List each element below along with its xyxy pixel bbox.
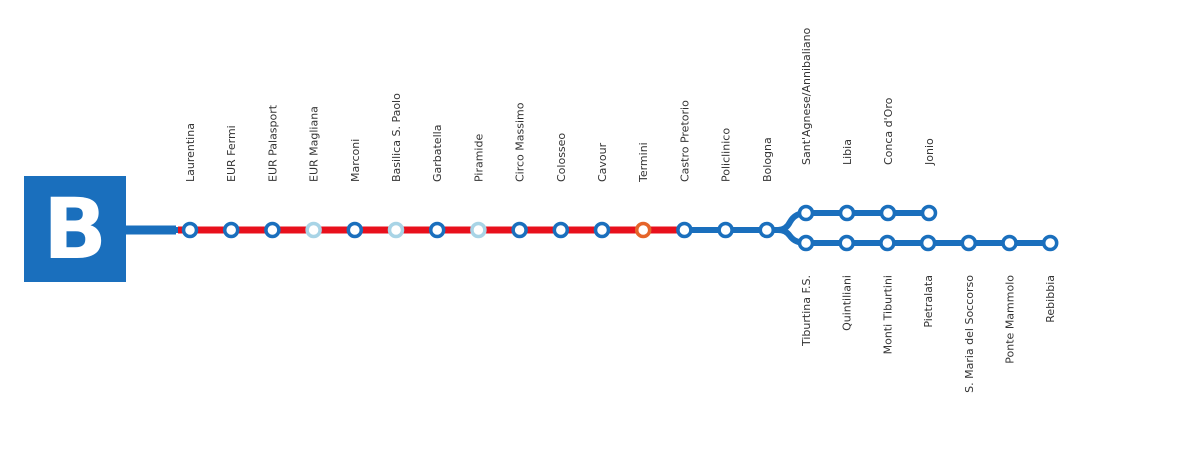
station-eur-magliana[interactable]	[305, 221, 322, 239]
station-label-eur-magliana: EUR Magliana	[308, 106, 321, 182]
station-label-termini: Termini	[637, 142, 650, 183]
station-marconi[interactable]	[346, 221, 364, 239]
station-label-piramide: Piramide	[472, 134, 485, 182]
station-s-maria-del-soccorso[interactable]	[960, 234, 978, 252]
station-label-rebibbia: Rebibbia	[1044, 275, 1057, 323]
station-jonio[interactable]	[920, 204, 938, 222]
station-pietralata[interactable]	[919, 234, 937, 252]
station-colosseo[interactable]	[552, 221, 570, 239]
station-rebibbia[interactable]	[1041, 234, 1059, 252]
station-label-jonio: Jonio	[923, 138, 936, 166]
station-label-marconi: Marconi	[349, 139, 362, 182]
station-label-garbatella: Garbatella	[431, 125, 444, 182]
station-libia[interactable]	[838, 204, 856, 222]
station-label-pietralata: Pietralata	[922, 275, 935, 328]
station-label-basilica-s-paolo: Basilica S. Paolo	[390, 93, 403, 182]
station-label-conca-d-oro: Conca d'Oro	[882, 97, 895, 165]
station-cavour[interactable]	[593, 221, 611, 239]
station-policlinico[interactable]	[717, 221, 734, 239]
station-monti-tiburtini[interactable]	[879, 234, 896, 252]
station-label-tiburtina-f-s: Tiburtina F.S.	[800, 275, 813, 347]
station-ponte-mammolo[interactable]	[1001, 234, 1018, 252]
station-label-circo-massimo: Circo Massimo	[514, 102, 527, 182]
station-label-castro-pretorio: Castro Pretorio	[678, 100, 691, 182]
station-label-monti-tiburtini: Monti Tiburtini	[881, 275, 894, 354]
station-conca-d-oro[interactable]	[879, 204, 897, 222]
station-eur-fermi[interactable]	[222, 221, 240, 239]
station-label-laurentina: Laurentina	[184, 123, 197, 182]
station-label-colosseo: Colosseo	[555, 133, 568, 182]
station-label-bologna: Bologna	[761, 137, 774, 182]
station-tiburtina-f-s[interactable]	[797, 234, 815, 252]
station-label-cavour: Cavour	[596, 142, 609, 182]
station-label-s-maria-del-soccorso: S. Maria del Soccorso	[963, 275, 976, 393]
station-laurentina[interactable]	[181, 221, 199, 239]
line-b-logo: B	[24, 176, 126, 282]
station-label-ponte-mammolo: Ponte Mammolo	[1004, 275, 1017, 364]
station-labels: Laurentina EUR Fermi EUR Palasport EUR Magl…	[184, 27, 1057, 392]
station-label-libia: Libia	[841, 139, 854, 165]
stations	[181, 204, 1059, 252]
station-label-policlinico: Policlinico	[720, 128, 733, 182]
station-quintiliani[interactable]	[838, 234, 855, 252]
station-label-sant-agnese-annibaliano: Sant'Agnese/Annibaliano	[800, 27, 813, 165]
station-basilica-s-paolo[interactable]	[387, 221, 405, 239]
station-circo-massimo[interactable]	[511, 221, 528, 239]
station-sant-agnese-annibaliano[interactable]	[797, 204, 815, 222]
station-label-eur-palasport: EUR Palasport	[266, 104, 279, 182]
station-label-eur-fermi: EUR Fermi	[225, 125, 238, 182]
station-piramide[interactable]	[470, 221, 487, 239]
line-letter: B	[42, 180, 108, 278]
station-garbatella[interactable]	[428, 221, 446, 239]
station-termini[interactable]	[634, 221, 652, 239]
station-eur-palasport[interactable]	[264, 221, 281, 239]
station-label-quintiliani: Quintiliani	[841, 275, 854, 331]
station-bologna[interactable]	[758, 221, 776, 239]
station-castro-pretorio[interactable]	[676, 221, 693, 239]
